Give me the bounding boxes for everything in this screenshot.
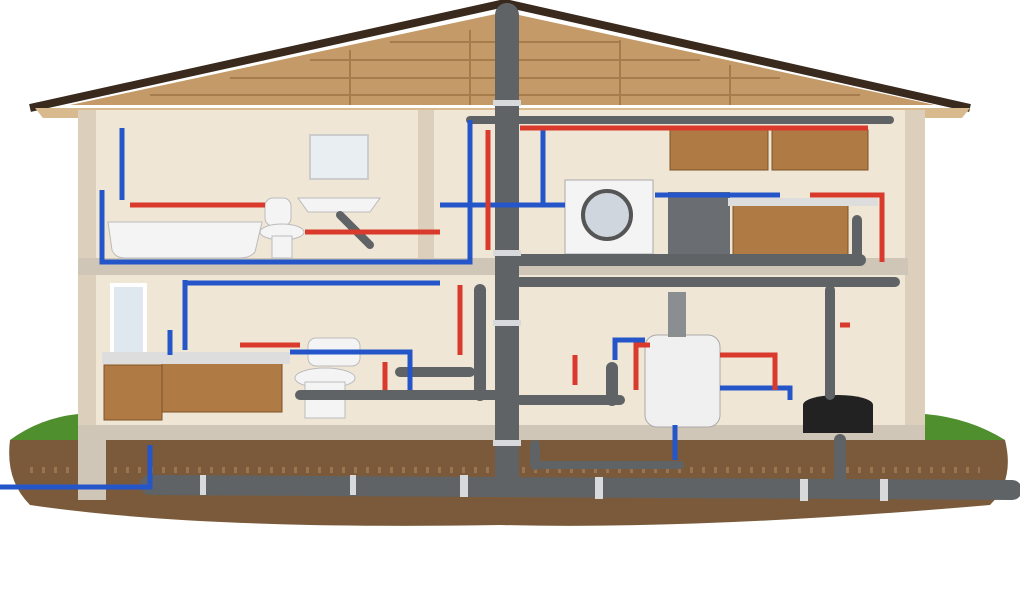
bathtub [107,221,263,259]
cold-water-pipes [0,120,793,490]
sump-pump [803,395,873,433]
foundation-post [78,440,106,500]
water-heater [644,292,721,428]
upper-toilet [259,197,305,259]
upper-sink [297,197,381,213]
washing-machine [564,179,654,255]
vanity [103,359,283,421]
roof-edge [29,0,971,112]
mirror [309,134,369,180]
window [110,283,147,357]
countertop [728,198,878,206]
main-sewer-line [140,475,1020,500]
upper-cabinets [669,129,869,256]
vanity-top [102,352,290,364]
hot-water-pipes [130,125,885,390]
pipe-couplings [200,100,888,501]
stove [668,192,730,254]
fixtures [102,129,878,433]
